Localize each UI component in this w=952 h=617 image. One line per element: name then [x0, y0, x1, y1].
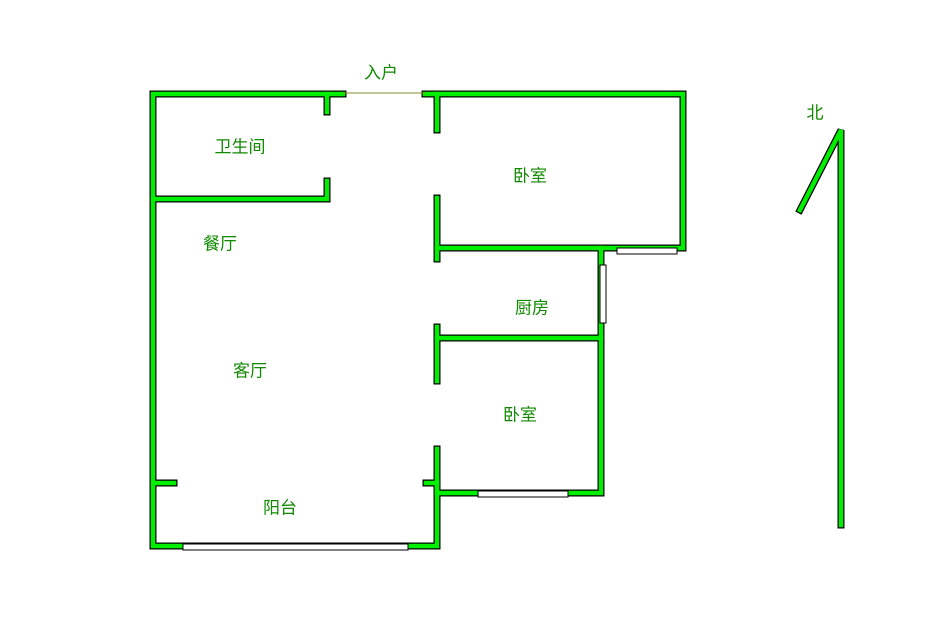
- wall-segment: [150, 91, 440, 549]
- label-kitchen: 厨房: [515, 298, 549, 319]
- wall-segment: [150, 178, 330, 202]
- window: [182, 543, 409, 551]
- wall-segment: [149, 90, 441, 550]
- label-entrance: 入户: [364, 63, 398, 84]
- wall-segment: [422, 91, 686, 251]
- label-living: 客厅: [233, 361, 267, 382]
- wall-segment: [434, 245, 604, 496]
- label-bedroom-south: 卧室: [503, 405, 537, 426]
- north-label: 北: [806, 103, 824, 124]
- window: [599, 264, 607, 324]
- wall-segment: [421, 90, 687, 252]
- wall-segment: [796, 128, 844, 528]
- wall-segment: [433, 244, 605, 497]
- label-dining: 餐厅: [203, 234, 237, 255]
- wall-segment: [795, 128, 845, 529]
- walls: [149, 90, 845, 550]
- windows: [182, 247, 678, 551]
- wall-segment: [149, 177, 331, 203]
- label-bedroom-north: 卧室: [513, 166, 547, 187]
- window: [477, 490, 569, 498]
- label-bathroom: 卫生间: [214, 137, 266, 158]
- label-balcony: 阳台: [263, 498, 297, 519]
- window: [616, 247, 678, 255]
